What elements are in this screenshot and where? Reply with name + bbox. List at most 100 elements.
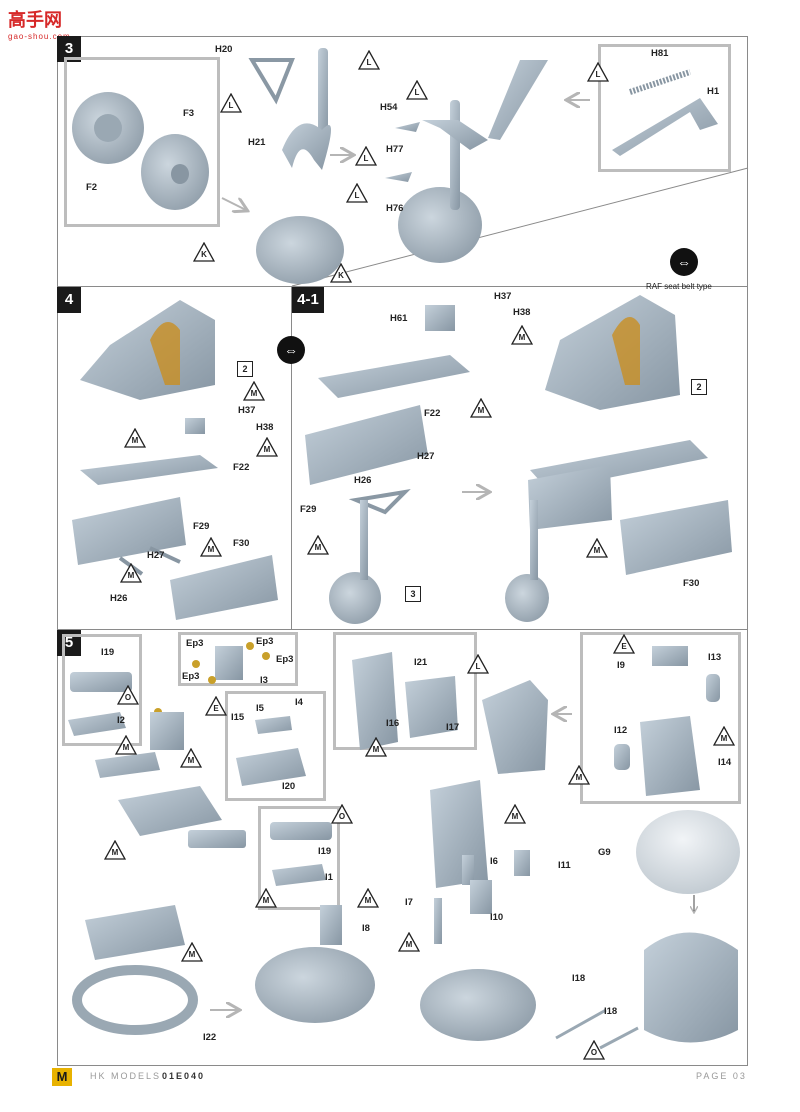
marker-l-2: L (220, 93, 242, 113)
marker-m-19: M (504, 804, 526, 824)
step-ref-2-b: 2 (691, 379, 707, 395)
rod-i18-a (555, 1008, 607, 1040)
label-f30-a: F30 (233, 538, 250, 549)
armor-assembled (430, 780, 488, 888)
alternative-option-icon: ⇔ (277, 336, 305, 364)
label-i17: I17 (446, 722, 460, 733)
marker-o-3: O (583, 1040, 605, 1060)
mount-i2 (68, 712, 126, 736)
label-h76: H76 (386, 203, 404, 214)
marker-m-4: M (200, 537, 222, 557)
marker-m-1: M (243, 381, 265, 401)
footer-brand: HK MODELS (90, 1071, 162, 1081)
marker-e-1: E (205, 696, 227, 716)
label-h37-a: H37 (238, 405, 256, 416)
marker-m-2: M (256, 437, 278, 457)
marker-k-2: K (330, 263, 352, 283)
label-ep3-d: Ep3 (182, 671, 200, 682)
label-i6: I6 (490, 856, 498, 867)
marker-m-3: M (124, 428, 146, 448)
marker-m-8: M (307, 535, 329, 555)
turret-base-assembled (255, 947, 375, 1023)
label-i13: I13 (708, 652, 722, 663)
mount-i1 (272, 864, 326, 886)
label-h1: H1 (707, 86, 720, 97)
marker-m-20: M (398, 932, 420, 952)
label-i11: I11 (558, 860, 571, 871)
gun-cradle-assembled (118, 786, 222, 836)
marker-m-7: M (470, 398, 492, 418)
marker-l-1: L (358, 50, 380, 70)
marker-o-1: O (117, 685, 139, 705)
marker-m-6: M (511, 325, 533, 345)
label-ep3-a: Ep3 (186, 638, 204, 649)
label-i20: I20 (282, 781, 296, 792)
marker-m-12: M (104, 840, 126, 860)
label-h81: H81 (651, 48, 669, 59)
box-i14 (640, 716, 700, 796)
turret-final-assembly (644, 932, 738, 1043)
marker-l-4: L (355, 146, 377, 166)
bracket-i5 (255, 716, 292, 734)
marker-m-17: M (713, 726, 735, 746)
label-f29-b: F29 (300, 504, 317, 515)
turret-box-subassembly-box (580, 632, 741, 804)
label-i5: I5 (256, 703, 264, 714)
label-i4: I4 (295, 697, 303, 708)
label-i18-a: I18 (572, 973, 586, 984)
marker-m-16: M (365, 737, 387, 757)
gun-mount-assembled (85, 905, 185, 960)
label-raf-seat-belt: RAF seat belt type (646, 282, 712, 291)
step-ref-3: 3 (405, 586, 421, 602)
gun-i19 (70, 672, 132, 692)
marker-m-11: M (180, 748, 202, 768)
label-i14: I14 (718, 757, 732, 768)
gun-i19-b (270, 822, 332, 840)
part-i10 (470, 880, 492, 914)
hk-models-logo-icon: M (52, 1068, 72, 1086)
label-i9: I9 (617, 660, 625, 671)
alternative-option-icon-b: ⇔ (670, 248, 698, 276)
seat-assembly-b (545, 295, 680, 410)
label-h37-b: H37 (494, 291, 512, 302)
label-i16: I16 (386, 718, 400, 729)
retract-arm-h1 (612, 98, 718, 156)
part-i11 (514, 850, 530, 876)
label-h26-b: H26 (354, 475, 372, 486)
label-h61: H61 (390, 313, 408, 324)
seat-assembly (80, 300, 215, 400)
label-i19-a: I19 (101, 647, 115, 658)
marker-m-5: M (120, 563, 142, 583)
label-i22: I22 (203, 1032, 217, 1043)
marker-k-1: K (193, 242, 215, 262)
label-i1: I1 (325, 872, 333, 883)
marker-l-3: L (406, 80, 428, 100)
panel-f29 (72, 497, 186, 565)
label-f29-a: F29 (193, 521, 210, 532)
cylinder-i13 (706, 674, 720, 702)
label-i19-b: I19 (318, 846, 332, 857)
label-h38-a: H38 (256, 422, 274, 433)
seat-belt (150, 322, 180, 385)
armor-i21 (352, 652, 398, 750)
step-ref-2-a: 2 (237, 361, 253, 377)
marker-e-2: E (613, 634, 635, 654)
retract-strut-subassembly-box (598, 44, 731, 172)
etched-part-subassembly-box (178, 632, 298, 686)
label-i3: I3 (260, 675, 268, 686)
rod-i18-b (599, 1026, 639, 1050)
label-ep3-b: Ep3 (256, 636, 274, 647)
label-i7: I7 (405, 897, 413, 908)
box-i9 (652, 646, 688, 666)
mount-i20 (236, 748, 306, 786)
label-h20: H20 (215, 44, 233, 55)
marker-m-9: M (586, 538, 608, 558)
marker-m-13: M (255, 888, 277, 908)
breech-i3 (215, 646, 243, 680)
marker-m-18: M (568, 765, 590, 785)
floor-f22 (80, 455, 218, 485)
footer-page: PAGE 03 (696, 1071, 747, 1081)
label-h77: H77 (386, 144, 404, 155)
part-i6 (462, 855, 474, 885)
